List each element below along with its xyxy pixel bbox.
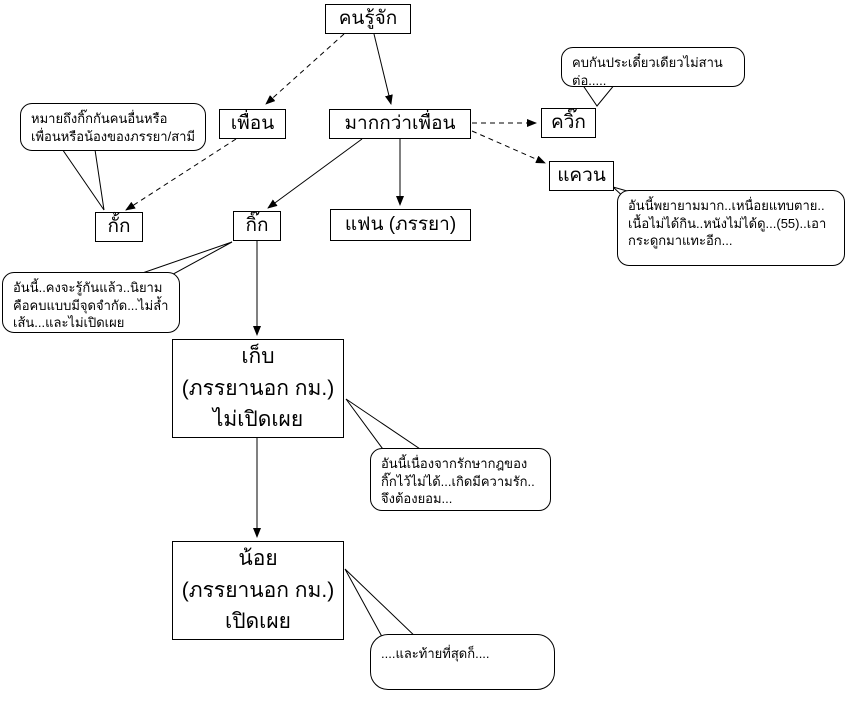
edge-acquaintance-friend <box>265 33 345 105</box>
callout-line: กระดูกมาแทะอีก... <box>628 233 733 249</box>
callout-line: อันนี้พยายามมาก..เหนื่อยแทบตาย.. <box>628 198 825 213</box>
node-more-than-friend: มากกว่าเพื่อน <box>329 109 471 139</box>
node-label-line: (ภรรยานอก กม.) <box>181 578 335 602</box>
node-noi-open-wife: น้อย (ภรรยานอก กม.) เปิดเผย <box>172 541 344 640</box>
edge-morethanfriend-gik <box>267 138 363 209</box>
node-label-line: (ภรรยานอก กม.) <box>181 376 335 400</box>
callout-line: คบกันประเดี๋ยวเดียวไม่สาน <box>572 55 723 70</box>
callout-line: คือคบแบบมีจุดจำกัด...ไม่ล้ำ <box>13 297 169 313</box>
callout-line: ....และท้ายที่สุดก็.... <box>381 646 490 661</box>
callout-noi-note: ....และท้ายที่สุดก็.... <box>370 634 555 690</box>
node-label: เพื่อน <box>230 112 275 134</box>
node-label: แควน <box>557 164 606 186</box>
callout-line: อันนี้..คงจะรู้กันแล้ว..นิยาม <box>13 280 163 295</box>
callout-line: อันนี้เนื่องจากรักษากฎของ <box>381 456 528 471</box>
callout-tail-noi <box>344 568 422 645</box>
node-label: มากกว่าเพื่อน <box>344 112 456 134</box>
callout-line: เพื่อนหรือน้องของภรรยา/สามี <box>31 128 196 144</box>
node-label: กั้ก <box>107 215 131 237</box>
callout-tail-gak <box>57 142 105 211</box>
node-gik: กิ๊ก <box>233 211 281 241</box>
node-kwik: ควิ๊ก <box>541 108 596 138</box>
node-acquaintance: คนรู้จัก <box>325 4 411 34</box>
node-fan-wife: แฟน (ภรรยา) <box>330 209 471 241</box>
node-label-line: ไม่เปิดเผย <box>212 408 304 432</box>
node-label: แฟน (ภรรยา) <box>344 213 457 235</box>
callout-line: เนื้อไม่ได้กิน..หนังไม่ได้ดู...(55)..เอา <box>628 215 827 231</box>
node-label-line: เก็บ <box>241 345 275 369</box>
callout-line: เส้น...และไม่เปิดเผย <box>13 315 125 331</box>
edge-morethanfriend-kwaen <box>471 130 546 164</box>
edge-friend-gak <box>125 138 237 211</box>
callout-gik-note: อันนี้..คงจะรู้กันแล้ว..นิยาม คือคบแบบมี… <box>2 272 180 333</box>
node-label-line: น้อย <box>238 547 278 571</box>
callout-kep-note: อันนี้เนื่องจากรักษากฎของ กิ๊กไว้ไม่ได้.… <box>370 448 551 511</box>
node-friend: เพื่อน <box>219 109 286 139</box>
callout-kwik-note: คบกันประเดี๋ยวเดียวไม่สาน ต่อ..... <box>561 47 745 87</box>
node-label: กิ๊ก <box>245 214 269 236</box>
node-gak: กั้ก <box>95 212 143 242</box>
node-label: ควิ๊ก <box>551 111 586 133</box>
callout-line: จึงต้องยอม... <box>381 491 453 507</box>
node-label-line: เปิดเผย <box>225 610 291 634</box>
callout-line: หมายถึงกิ๊กกันคนอื่นหรือ <box>31 111 168 126</box>
callout-line: ต่อ..... <box>572 72 607 87</box>
node-label: คนรู้จัก <box>338 7 398 29</box>
callout-gak-note: หมายถึงกิ๊กกันคนอื่นหรือ เพื่อนหรือน้องข… <box>20 103 206 151</box>
callout-kwaen-note: อันนี้พยายามมาก..เหนื่อยแทบตาย.. เนื้อไม… <box>617 190 845 266</box>
node-kep-hidden-wife: เก็บ (ภรรยานอก กม.) ไม่เปิดเผย <box>172 339 344 438</box>
callout-line: กิ๊กไว้ไม่ได้...เกิดมีความรัก.. <box>381 473 535 489</box>
node-kwaen: แควน <box>549 161 614 191</box>
edge-acquaintance-morethanfriend <box>373 33 393 105</box>
